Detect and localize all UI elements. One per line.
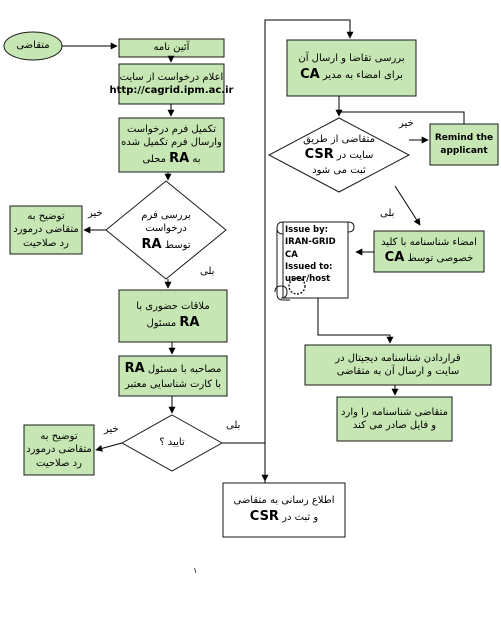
sign-line2-ca: CA: [384, 250, 405, 266]
remind-box: [429, 123, 499, 166]
ca-review-line2-pre: برای امضاء به مدیر: [322, 69, 403, 81]
form-line2: وارسال فرم تکمیل شده: [121, 137, 222, 149]
sign-line2-pre: خصوصی توسط: [407, 253, 474, 265]
notify-line2: و ثبت در CSR: [250, 508, 318, 526]
form-box: [118, 117, 225, 173]
approve-label: تایید ؟: [159, 437, 185, 449]
form-line1: تکمیل فرم درخواست: [126, 123, 217, 135]
csr-check-line2-csr: CSR: [304, 147, 334, 163]
announce-url-link[interactable]: http://cagrid.ipm.ac.ir: [109, 85, 234, 96]
edge-label-no-review: خیر: [88, 208, 103, 219]
remind-text: Remind the applicant: [430, 124, 498, 165]
ca-review-line1: بررسی تقاضا و ارسال آن: [298, 53, 405, 65]
edge-label-no-approve: خیر: [104, 424, 119, 435]
publish-box: [304, 344, 492, 386]
publish-line1: قراردادن شناسنامه دیجیتال در: [335, 352, 461, 364]
reject2-line3: رد صلاحیت: [36, 457, 82, 469]
interview-text: مصاحبه با مسئول RA با کارت شناسایی معتبر: [119, 356, 227, 396]
interview-line1-mid: مسئول: [147, 364, 178, 376]
install-line2: و فایل صادر می کند: [352, 420, 437, 431]
install-text: متقاضی شناسنامه را وارد و فایل صادر می ک…: [337, 397, 452, 441]
edge-label-yes-review: بلی: [200, 266, 215, 277]
applicant-label: متقاضی: [16, 40, 50, 52]
install-line1: متقاضی شناسنامه را وارد: [341, 406, 448, 418]
notify-box: [222, 482, 346, 538]
reject2-line1: توضیح به: [40, 430, 78, 442]
sign-line1: امضاء شناسنامه با کلید: [381, 236, 477, 248]
form-line3-pre: به: [192, 153, 201, 165]
csr-check-line1: متقاضی از طریق: [303, 133, 375, 145]
announce-text: اعلام درخواست از سایت http://cagrid.ipm.…: [110, 64, 234, 104]
meeting-line1: ملاقات حضوری با: [136, 301, 210, 313]
review-line3-pre: توسط: [164, 239, 191, 251]
cert-line3: Issued to:: [285, 261, 333, 272]
certificate-scroll-icon: [274, 221, 355, 301]
csr-check-line2: سایت در CSR: [305, 146, 374, 164]
reject2-line2: متقاضی درمورد: [26, 444, 92, 456]
reject1-line2: متقاضی درمورد: [13, 224, 79, 236]
csr-decision: [267, 117, 411, 193]
interview-line2: با کارت شناسایی معتبر: [124, 379, 222, 391]
sign-text: امضاء شناسنامه با کلید خصوصی توسط CA: [374, 231, 484, 272]
edge-label-no-csr: خیر: [399, 118, 414, 129]
notify-text: اطلاع رسانی به متقاضی و ثبت در CSR: [223, 483, 345, 537]
review-line3: توسط RA: [141, 236, 190, 254]
interview-box: [118, 355, 228, 397]
form-line3-ra: RA: [169, 150, 190, 166]
cert-line4: user/host: [285, 274, 331, 285]
meeting-line2: RA مسئول: [147, 314, 200, 332]
reject1-line1: توضیح به: [27, 210, 65, 222]
reject1-line3: رد صلاحیت: [23, 237, 69, 249]
remind-line1: Remind the: [434, 133, 494, 144]
cert-line2: IRAN-GRID CA: [285, 237, 336, 260]
install-box: [336, 396, 453, 442]
form-text: تکمیل فرم درخواست وارسال فرم تکمیل شده ب…: [119, 118, 224, 172]
announce-line1: اعلام درخواست از سایت: [119, 71, 224, 83]
connectors: [62, 19, 465, 483]
sign-line2: خصوصی توسط CA: [385, 249, 474, 267]
publish-line2: سایت و ارسال آن به متقاضی: [336, 366, 460, 377]
certificate-text: Issue by: IRAN-GRID CA Issued to: user/h…: [285, 224, 347, 284]
form-line3-post: محلی: [142, 153, 166, 165]
reject2-box: [23, 424, 95, 476]
approve-decision: [120, 414, 224, 472]
interview-line1-pre: مصاحبه با: [180, 364, 222, 376]
meeting-text: ملاقات حضوری با RA مسئول: [119, 290, 227, 342]
page-number: ۱: [193, 566, 198, 575]
meeting-line2-pre: مسئول: [146, 317, 177, 329]
csr-check-text: متقاضی از طریق سایت در CSR ثبت می شود: [286, 128, 392, 182]
meeting-box: [118, 289, 228, 343]
charter-label: آئین نامه: [153, 42, 190, 54]
edge-label-yes-approve: بلی: [226, 420, 241, 431]
reject1-text: توضیح به متقاضی درمورد رد صلاحیت: [10, 206, 82, 254]
form-line3: به RA محلی: [142, 150, 200, 168]
ca-review-box: [286, 39, 417, 97]
meeting-line2-ra: RA: [179, 314, 200, 330]
notify-line1: اطلاع رسانی به متقاضی: [233, 495, 335, 507]
review-line2: درخواست: [145, 223, 187, 235]
review-decision: [105, 180, 227, 280]
interview-line1: مصاحبه با مسئول RA: [125, 360, 222, 378]
review-text: بررسی فرم درخواست توسط RA: [126, 200, 206, 262]
notify-line2-pre: و ثبت در: [282, 511, 319, 523]
csr-check-line2-pre: سایت در: [336, 150, 374, 162]
publish-text: قراردادن شناسنامه دیجیتال در سایت و ارسا…: [305, 345, 491, 385]
notify-line2-csr: CSR: [249, 508, 279, 524]
edge-label-yes-csr: بلی: [380, 208, 395, 219]
ca-review-line2: برای امضاء به مدیر CA: [300, 66, 403, 84]
interview-line1-ra: RA: [124, 361, 145, 377]
ca-review-text: بررسی تقاضا و ارسال آن برای امضاء به مدی…: [287, 40, 416, 96]
review-line3-ra: RA: [141, 236, 162, 252]
reject1-box: [9, 205, 83, 255]
ca-review-line2-ca: CA: [300, 66, 320, 82]
cert-line1: Issue by:: [285, 225, 329, 235]
reject2-text: توضیح به متقاضی درمورد رد صلاحیت: [24, 425, 94, 475]
csr-check-line3: ثبت می شود: [312, 164, 366, 176]
review-line1: بررسی فرم: [141, 209, 191, 221]
remind-line2: applicant: [440, 145, 488, 156]
